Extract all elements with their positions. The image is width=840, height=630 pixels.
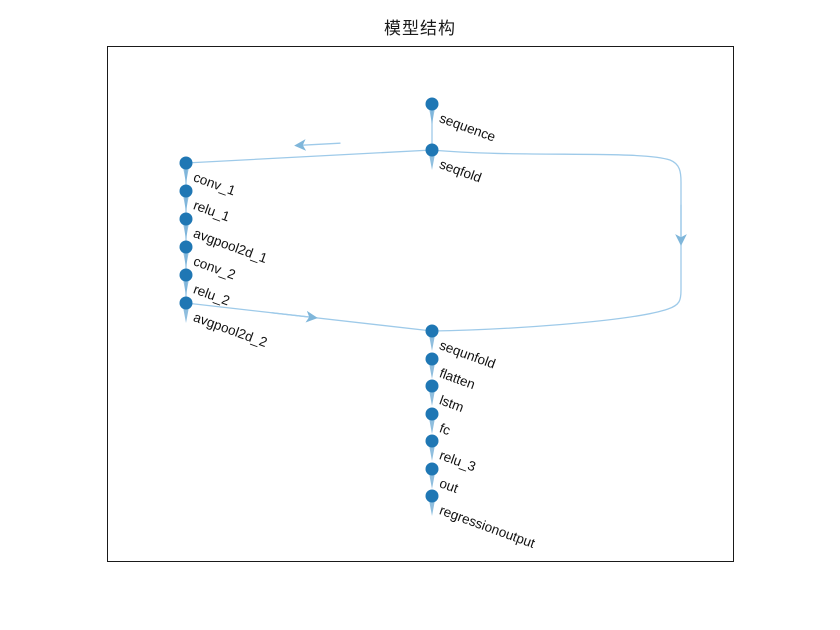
axes-frame	[107, 46, 734, 562]
page-title: 模型结构	[384, 19, 456, 39]
